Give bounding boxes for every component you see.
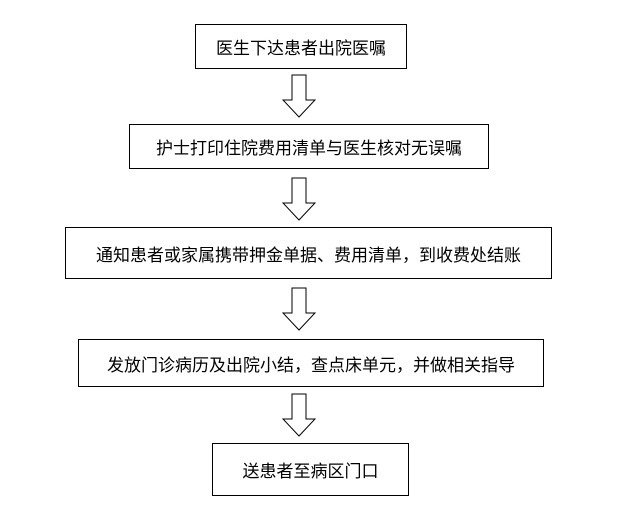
flow-step-1: 医生下达患者出院医嘱 [195, 24, 407, 69]
down-arrow-icon [282, 74, 316, 118]
down-arrow-icon [282, 393, 316, 437]
flow-step-5: 送患者至病区门口 [212, 443, 409, 496]
flow-step-label: 医生下达患者出院医嘱 [216, 39, 386, 59]
flow-step-2: 护士打印住院费用清单与医生核对无误嘱 [129, 124, 489, 169]
flow-step-label: 护士打印住院费用清单与医生核对无误嘱 [156, 139, 462, 159]
flow-step-label: 通知患者或家属携带押金单据、费用清单，到收费处结账 [96, 245, 521, 266]
flow-step-3: 通知患者或家属携带押金单据、费用清单，到收费处结账 [65, 227, 552, 279]
down-arrow-icon [282, 287, 316, 331]
flow-step-label: 发放门诊病历及出院小结，查点床单元，并做相关指导 [107, 355, 515, 376]
flow-step-4: 发放门诊病历及出院小结，查点床单元，并做相关指导 [78, 339, 544, 387]
flow-step-label: 送患者至病区门口 [242, 462, 379, 482]
down-arrow-icon [282, 177, 316, 221]
